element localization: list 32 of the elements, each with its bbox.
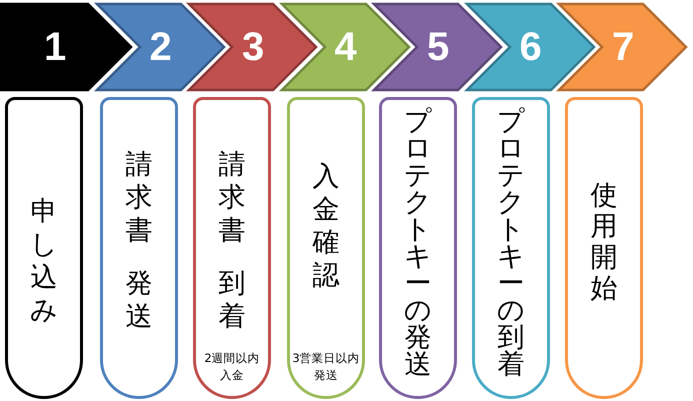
- step-card: [193, 97, 271, 399]
- step-card: [565, 97, 643, 399]
- step-label: 使用開始: [590, 180, 618, 304]
- process-step: [370, 2, 505, 92]
- step-card: [100, 97, 178, 399]
- step-note: 3営業日以内発送: [291, 350, 361, 384]
- step-label: プロテクトキーの発送: [403, 108, 433, 378]
- step-note: 2週間以内入金: [203, 350, 261, 384]
- step-label: 入金確認: [312, 160, 340, 292]
- step-number: 5: [427, 24, 450, 70]
- process-step: [0, 2, 135, 92]
- step-card: [287, 97, 365, 399]
- step-label: 発送: [124, 267, 154, 333]
- step-label: 申し込み: [29, 195, 59, 327]
- step-label: 到着: [218, 267, 246, 333]
- process-step: [462, 2, 598, 92]
- process-step: [555, 2, 690, 92]
- step-card: [379, 97, 457, 399]
- process-step: [185, 2, 320, 92]
- step-label: プロテクトキーの到着: [496, 108, 526, 378]
- step-number: 1: [44, 24, 66, 70]
- step-number: 2: [150, 24, 172, 70]
- process-step: [92, 2, 228, 92]
- step-number: 6: [520, 24, 542, 70]
- step-label: 請求書: [124, 148, 154, 247]
- step-card: [472, 97, 550, 399]
- step-label: 請求書: [218, 148, 246, 247]
- step-card: [5, 97, 83, 399]
- step-number: 7: [612, 24, 634, 70]
- step-number: 4: [334, 24, 357, 70]
- step-number: 3: [242, 24, 264, 70]
- process-step: [278, 2, 412, 92]
